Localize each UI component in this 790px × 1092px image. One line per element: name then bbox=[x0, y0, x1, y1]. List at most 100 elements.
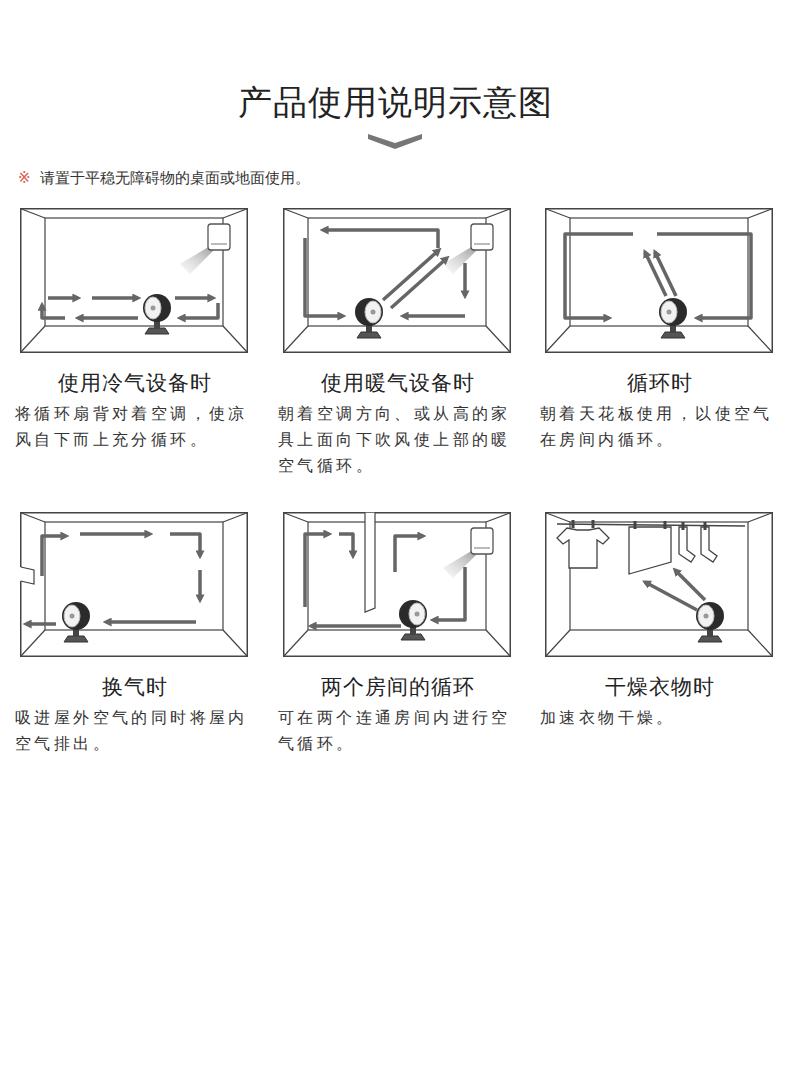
fan-grille bbox=[64, 605, 80, 627]
fan-body bbox=[399, 600, 427, 628]
fan-grille bbox=[145, 297, 161, 319]
room-back-wall bbox=[45, 218, 223, 326]
airflow-arrow bbox=[391, 258, 447, 308]
room-outer bbox=[21, 513, 248, 657]
clothes-peg bbox=[664, 521, 667, 529]
panel-description: 加速衣物干燥。 bbox=[540, 705, 780, 731]
airflow-arrow bbox=[198, 570, 202, 600]
airflow-arrow bbox=[463, 263, 467, 296]
clothes-peg bbox=[682, 522, 685, 530]
panel-heading: 换气时 bbox=[15, 673, 255, 701]
fan-hub bbox=[415, 612, 420, 617]
usage-panel: 循环时朝着天花板使用，以使空气在房间内循环。 bbox=[540, 208, 780, 453]
fan-hub bbox=[371, 310, 376, 315]
fan-body bbox=[355, 298, 383, 326]
airflow-arrow bbox=[383, 250, 439, 300]
room-edge bbox=[284, 209, 308, 218]
fan-body bbox=[696, 602, 724, 630]
room-edge bbox=[284, 513, 308, 522]
clothes-peg bbox=[704, 522, 707, 530]
airflow-arrow bbox=[339, 534, 353, 556]
air-conditioner bbox=[443, 528, 493, 578]
usage-panel: 干燥衣物时加速衣物干燥。 bbox=[540, 512, 780, 731]
airflow-arrow bbox=[78, 316, 138, 320]
room-edge bbox=[546, 513, 570, 522]
fan-body bbox=[659, 298, 687, 326]
airflow-arrow bbox=[48, 296, 78, 300]
clothesline bbox=[557, 524, 745, 526]
room-back-wall bbox=[308, 218, 486, 326]
usage-panel: 两个房间的循环可在两个连通房间内进行空气循环。 bbox=[278, 512, 518, 757]
sock bbox=[701, 527, 717, 562]
window-opening bbox=[19, 567, 23, 581]
fan-hub bbox=[151, 306, 156, 311]
panel-heading: 使用冷气设备时 bbox=[15, 369, 255, 397]
circulator-fan bbox=[696, 602, 724, 642]
down-chevron bbox=[368, 134, 422, 149]
room-outer bbox=[546, 209, 773, 353]
room-edge bbox=[546, 209, 570, 218]
room-edge bbox=[21, 630, 45, 656]
panel-description: 将循环扇背对着空调，使凉风自下而上充分循环。 bbox=[15, 401, 255, 453]
fan-body bbox=[62, 602, 90, 630]
diagram-title: 产品使用说明示意图 bbox=[0, 80, 790, 124]
fan-hub bbox=[70, 614, 75, 619]
clothes-peg bbox=[634, 521, 637, 529]
room-edge bbox=[486, 209, 510, 218]
airflow-arrow bbox=[433, 567, 465, 620]
fan-grille bbox=[661, 301, 677, 323]
airflow-arrow bbox=[106, 620, 196, 624]
airflow-arrow bbox=[305, 534, 329, 607]
airflow-arrow bbox=[80, 532, 150, 536]
room-illustration bbox=[545, 208, 773, 353]
fan-body bbox=[143, 294, 171, 322]
ac-unit bbox=[471, 528, 493, 554]
ac-unit bbox=[471, 224, 493, 250]
airflow-arrow bbox=[42, 305, 65, 318]
room-edge bbox=[21, 513, 45, 522]
room-back-wall bbox=[45, 522, 223, 630]
fan-hub bbox=[667, 310, 672, 315]
room-illustration bbox=[20, 208, 248, 353]
room-back-wall bbox=[308, 522, 486, 630]
circulator-fan bbox=[355, 298, 383, 338]
towel bbox=[629, 527, 671, 574]
circulator-fan bbox=[399, 600, 427, 640]
airflow-arrow bbox=[175, 296, 213, 300]
room-edge bbox=[546, 630, 570, 656]
airflow-arrow bbox=[170, 534, 200, 556]
fan-grille bbox=[365, 301, 381, 323]
room-outer bbox=[284, 513, 511, 657]
airflow-arrow bbox=[645, 252, 666, 296]
room-edge bbox=[748, 209, 772, 218]
panel-description: 朝着空调方向、或从高的家具上面向下吹风使上部的暖空气循环。 bbox=[278, 401, 518, 479]
room-edge bbox=[486, 326, 510, 352]
ac-vent bbox=[474, 548, 490, 549]
circulator-fan bbox=[143, 294, 171, 334]
usage-panel: 换气时吸进屋外空气的同时将屋内空气排出。 bbox=[15, 512, 255, 757]
panel-heading: 使用暖气设备时 bbox=[278, 369, 518, 397]
note-text: 请置于平稳无障碍物的桌面或地面使用。 bbox=[40, 167, 310, 189]
air-conditioner bbox=[180, 224, 230, 274]
circulator-fan bbox=[659, 298, 687, 338]
panel-heading: 循环时 bbox=[540, 369, 780, 397]
airflow-arrow bbox=[323, 230, 438, 248]
fan-grille bbox=[409, 603, 425, 625]
airflow-arrow bbox=[565, 234, 633, 318]
room-outer bbox=[546, 513, 773, 657]
room-edge bbox=[223, 513, 247, 522]
drying-clothes bbox=[557, 520, 745, 574]
room-edge bbox=[284, 630, 308, 656]
airflow-arrow bbox=[42, 536, 66, 576]
sock bbox=[679, 527, 695, 562]
room-illustration bbox=[20, 512, 248, 657]
room-edge bbox=[21, 326, 45, 352]
ac-unit bbox=[208, 224, 230, 250]
airflow-arrow bbox=[675, 570, 705, 600]
airflow-arrow bbox=[180, 303, 218, 318]
airflow-arrow bbox=[395, 536, 423, 572]
panel-description: 可在两个连通房间内进行空气循环。 bbox=[278, 705, 518, 757]
airflow-arrow bbox=[655, 252, 676, 296]
air-conditioner bbox=[443, 224, 493, 274]
window-frame bbox=[21, 567, 34, 584]
